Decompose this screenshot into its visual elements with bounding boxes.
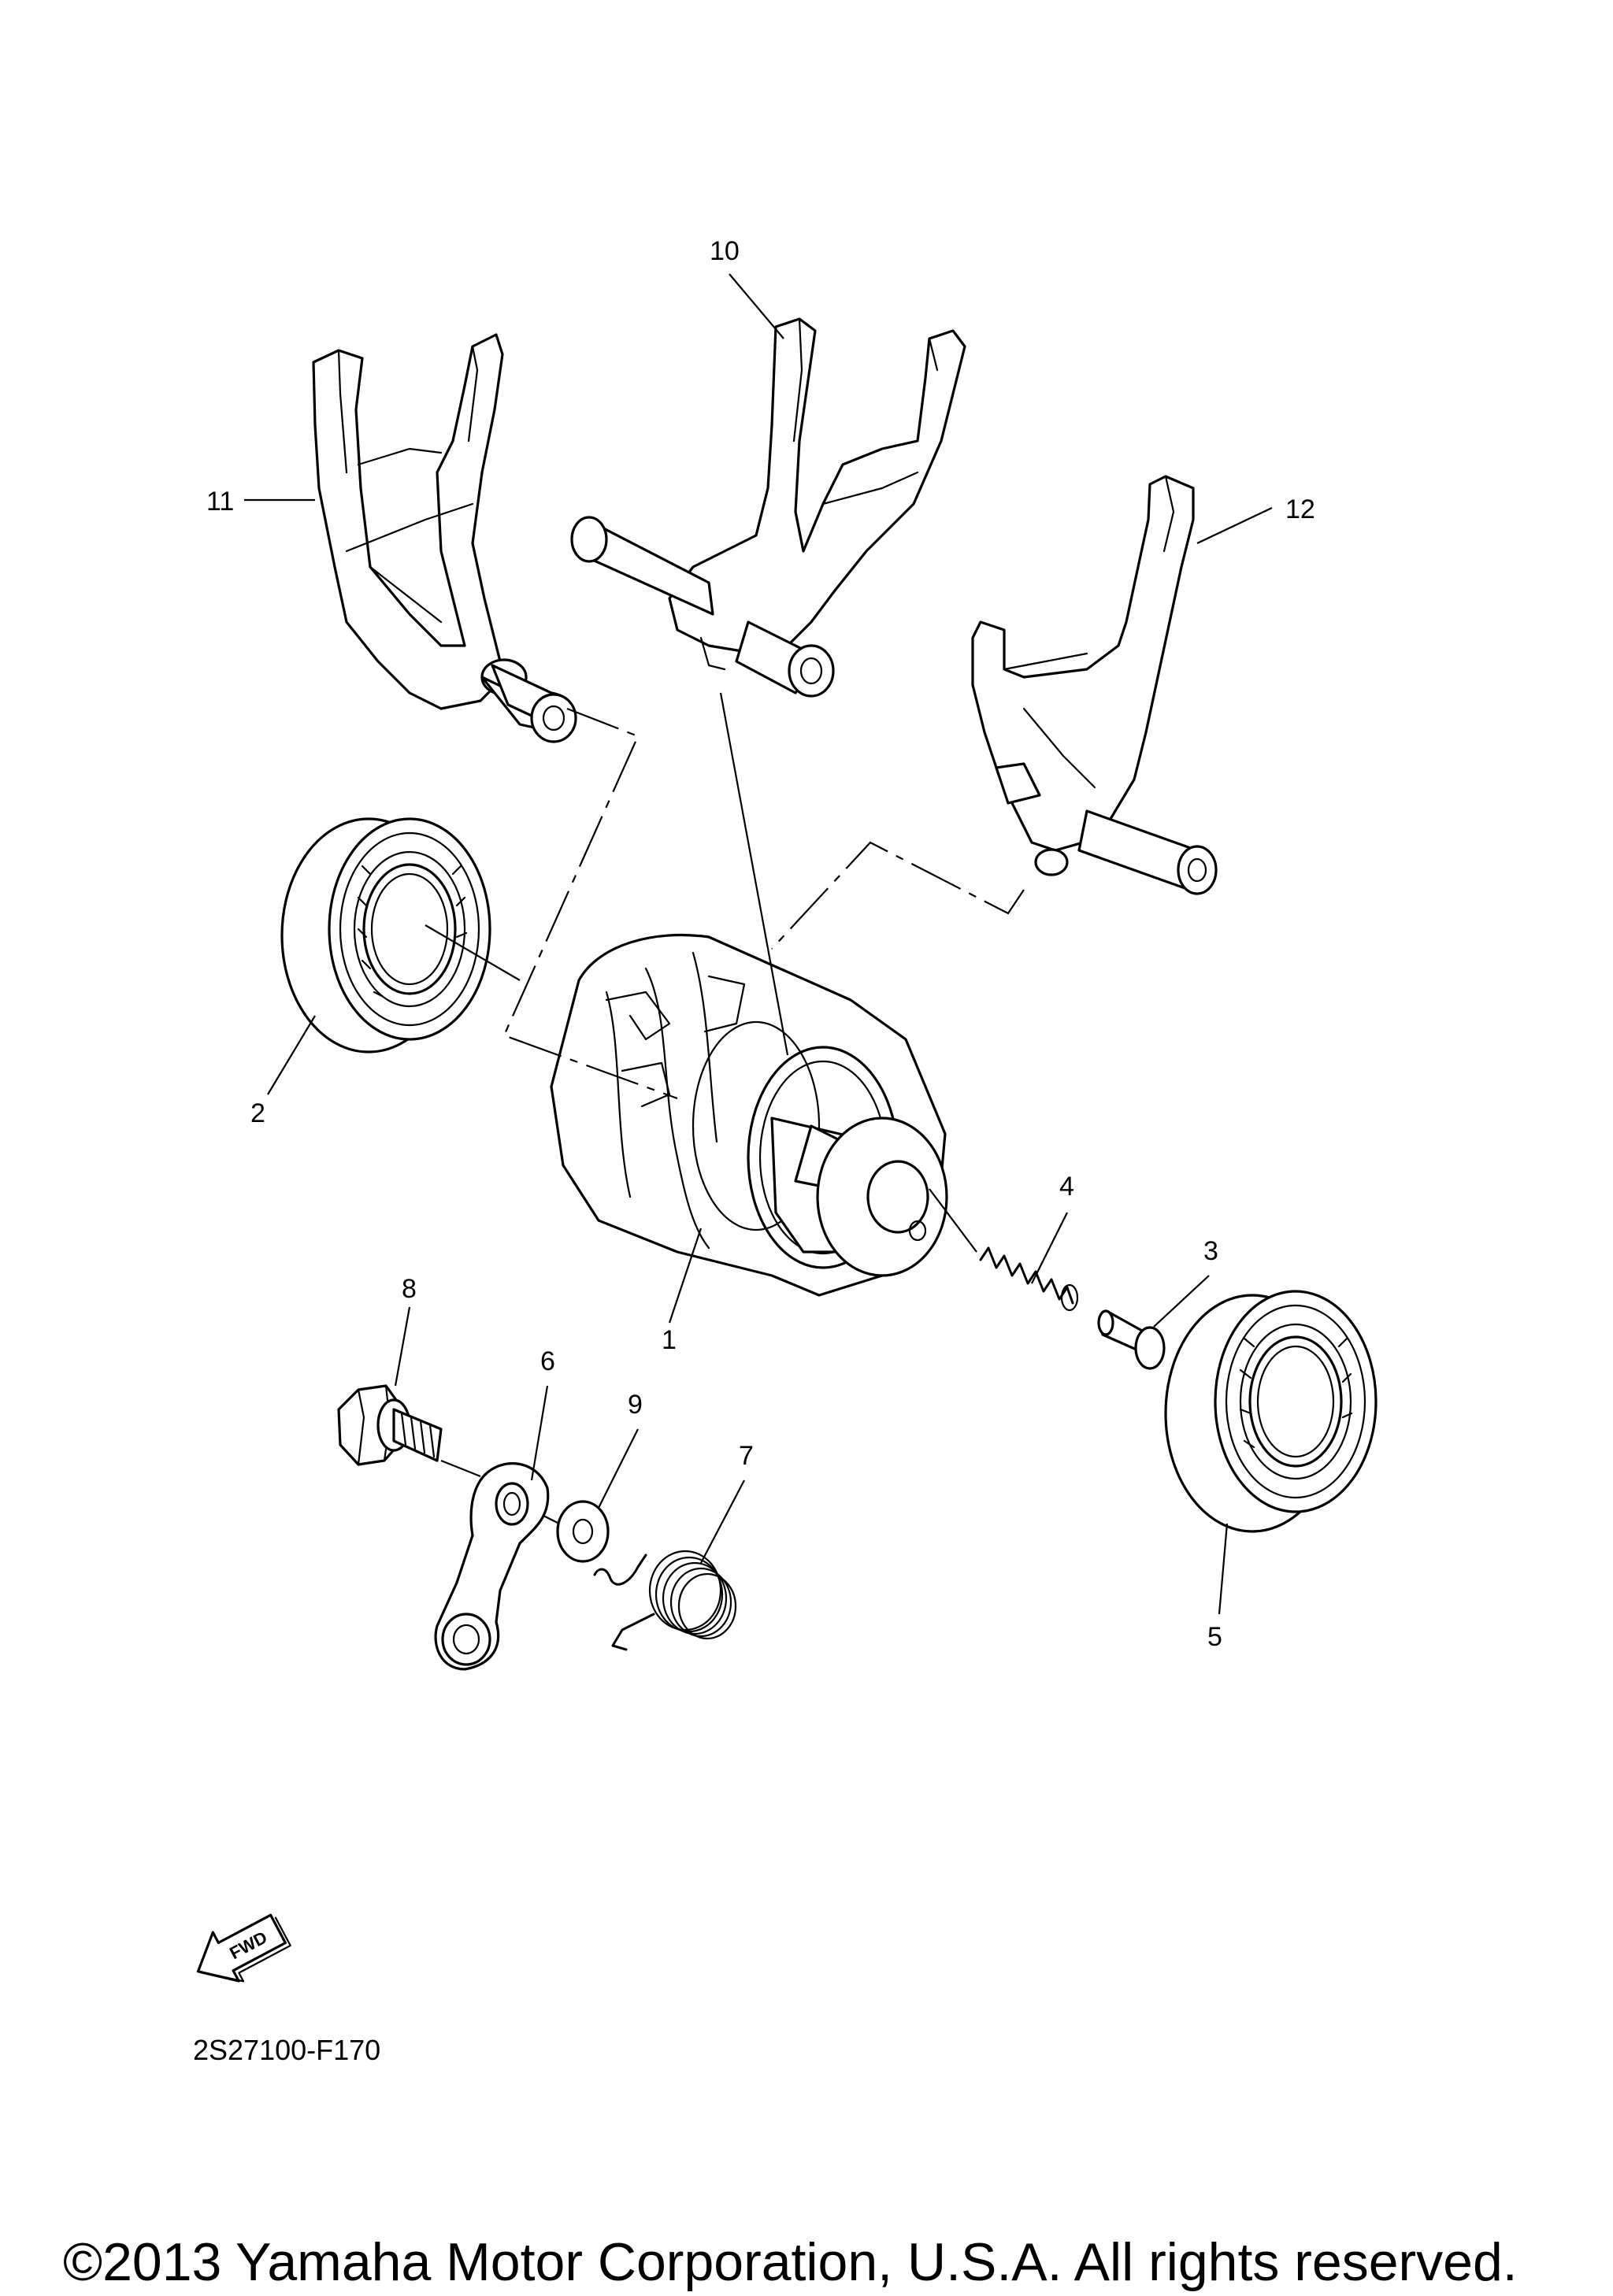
bolt-8 (337, 1384, 443, 1466)
shift-fork-11 (312, 333, 577, 743)
callout-1: 1 (662, 1325, 677, 1355)
callout-8: 8 (402, 1274, 417, 1304)
shift-fork-12 (971, 475, 1218, 895)
callout-6: 6 (540, 1346, 555, 1376)
callout-7: 7 (739, 1441, 754, 1471)
callout-labels: 1 2 3 4 5 6 7 8 9 10 11 12 (206, 236, 1315, 1652)
callout-11: 11 (206, 487, 234, 517)
torsion-spring-7 (593, 1550, 737, 1651)
washer-9 (556, 1500, 610, 1563)
spring-4 (979, 1246, 1079, 1312)
callout-4: 4 (1059, 1172, 1074, 1202)
callout-5: 5 (1207, 1622, 1222, 1652)
callout-2: 2 (250, 1098, 265, 1128)
callout-12: 12 (1285, 494, 1315, 524)
part-code: 2S27100-F170 (193, 2034, 380, 2066)
stopper-lever-6 (434, 1462, 550, 1671)
pin-3 (1097, 1309, 1166, 1370)
bearing-2 (280, 817, 491, 1054)
shift-drum-1 (550, 933, 948, 1297)
copyright-notice: ©2013 Yamaha Motor Corporation, U.S.A. A… (63, 2232, 1518, 2292)
callout-10: 10 (710, 236, 740, 266)
assembly-lines (425, 692, 1025, 1524)
bearing-5 (1164, 1290, 1378, 1533)
fwd-arrow-icon: FWD (196, 1913, 291, 1983)
callout-9: 9 (628, 1390, 643, 1420)
leader-lines (244, 273, 1273, 1615)
callout-3: 3 (1203, 1236, 1218, 1266)
shift-fork-10 (570, 317, 966, 698)
